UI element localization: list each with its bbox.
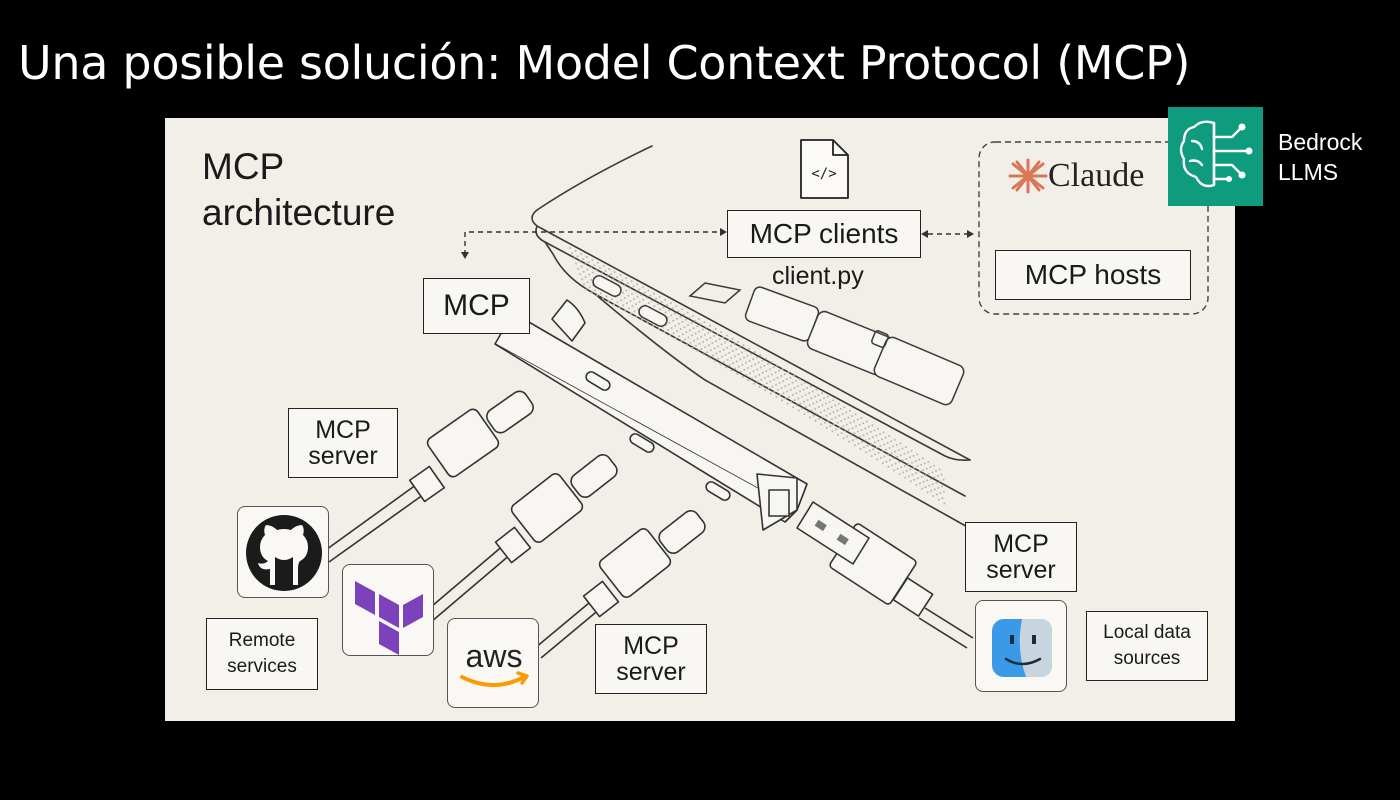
usb-hub	[494, 299, 808, 531]
code-file-icon: </>	[800, 139, 849, 199]
architecture-heading: MCP architecture	[202, 146, 396, 234]
client-file-label: client.py	[772, 262, 864, 290]
keyboard-keys	[688, 282, 965, 406]
mcp-clients-box: MCP clients	[727, 210, 921, 258]
diagram-illustration: </>	[322, 139, 1209, 659]
mcp-hub-box: MCP	[423, 278, 530, 334]
mcp-server-box-remote: MCP server	[288, 408, 398, 478]
terraform-tile	[342, 564, 434, 656]
github-icon	[246, 515, 322, 591]
slide-title: Una posible solución: Model Context Prot…	[18, 36, 1191, 90]
bedrock-logo	[1168, 107, 1263, 206]
dashed-connectors	[464, 231, 967, 255]
local-data-sources-box: Local data sources	[1086, 611, 1208, 681]
bedrock-llms-label: Bedrock LLMS	[1278, 129, 1363, 185]
mcp-server-box-aws: MCP server	[595, 624, 707, 694]
github-tile	[237, 506, 329, 598]
host-container	[978, 141, 1209, 315]
mcp-hosts-box: MCP hosts	[995, 250, 1191, 300]
laptop-ports	[592, 275, 668, 327]
usb-c-cables	[322, 390, 706, 659]
remote-services-box: Remote services	[206, 618, 318, 690]
connector-arrowheads	[461, 228, 974, 259]
finder-icon	[992, 619, 1052, 677]
aws-icon: aws	[460, 638, 529, 687]
speaker-grille	[569, 247, 946, 505]
usb-a-plug	[796, 501, 974, 649]
mcp-architecture-diagram: </> MCP architecture MCP clients client.…	[165, 118, 1235, 721]
claude-asterisk-icon	[1008, 158, 1048, 194]
aws-tile: aws	[447, 618, 539, 708]
mcp-server-box-local: MCP server	[965, 522, 1077, 592]
svg-text:</>: </>	[811, 166, 836, 182]
terraform-icon	[355, 581, 423, 655]
finder-tile	[975, 600, 1067, 692]
brain-circuit-icon	[1179, 120, 1253, 188]
svg-text:aws: aws	[466, 638, 523, 674]
claude-wordmark: Claude	[1048, 157, 1145, 194]
